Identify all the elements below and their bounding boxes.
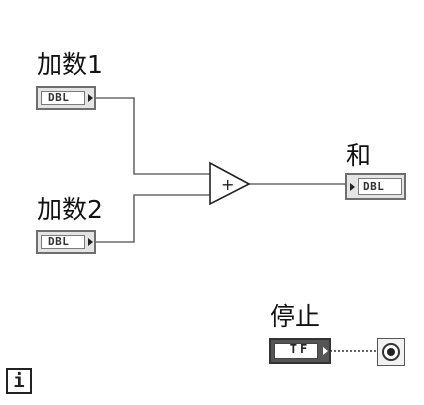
addend1-label: 加数1 bbox=[37, 50, 103, 79]
sum-dtype: DBL bbox=[363, 180, 385, 193]
output-arrow-icon bbox=[88, 238, 93, 246]
sum-terminal-face bbox=[358, 178, 402, 195]
stop-label: 停止 bbox=[270, 302, 321, 331]
add-function-node[interactable]: + bbox=[209, 161, 251, 206]
stop-control-terminal[interactable]: TF bbox=[269, 338, 331, 364]
wire-addend2-to-add[interactable] bbox=[96, 194, 211, 243]
add-operator-symbol: + bbox=[221, 175, 234, 194]
addend2-label: 加数2 bbox=[37, 195, 103, 224]
loop-iteration-terminal[interactable]: i bbox=[6, 368, 32, 394]
stop-terminal-face bbox=[274, 343, 318, 359]
addend2-terminal-face bbox=[41, 235, 85, 249]
wire-addend1-to-add[interactable] bbox=[96, 97, 211, 175]
addend1-control-terminal[interactable]: DBL bbox=[36, 86, 96, 110]
sum-indicator-terminal[interactable]: DBL bbox=[345, 173, 406, 200]
output-arrow-icon bbox=[88, 94, 93, 102]
addend2-control-terminal[interactable]: DBL bbox=[36, 230, 96, 254]
addend1-terminal-face bbox=[41, 91, 85, 105]
output-arrow-icon bbox=[323, 347, 328, 355]
stop-dtype: TF bbox=[289, 342, 311, 356]
stop-if-true-icon bbox=[382, 343, 400, 361]
input-arrow-icon bbox=[350, 183, 355, 191]
addend1-dtype: DBL bbox=[48, 91, 70, 104]
sum-label: 和 bbox=[346, 141, 372, 170]
loop-condition-terminal[interactable] bbox=[377, 338, 405, 366]
addend2-dtype: DBL bbox=[48, 235, 70, 248]
